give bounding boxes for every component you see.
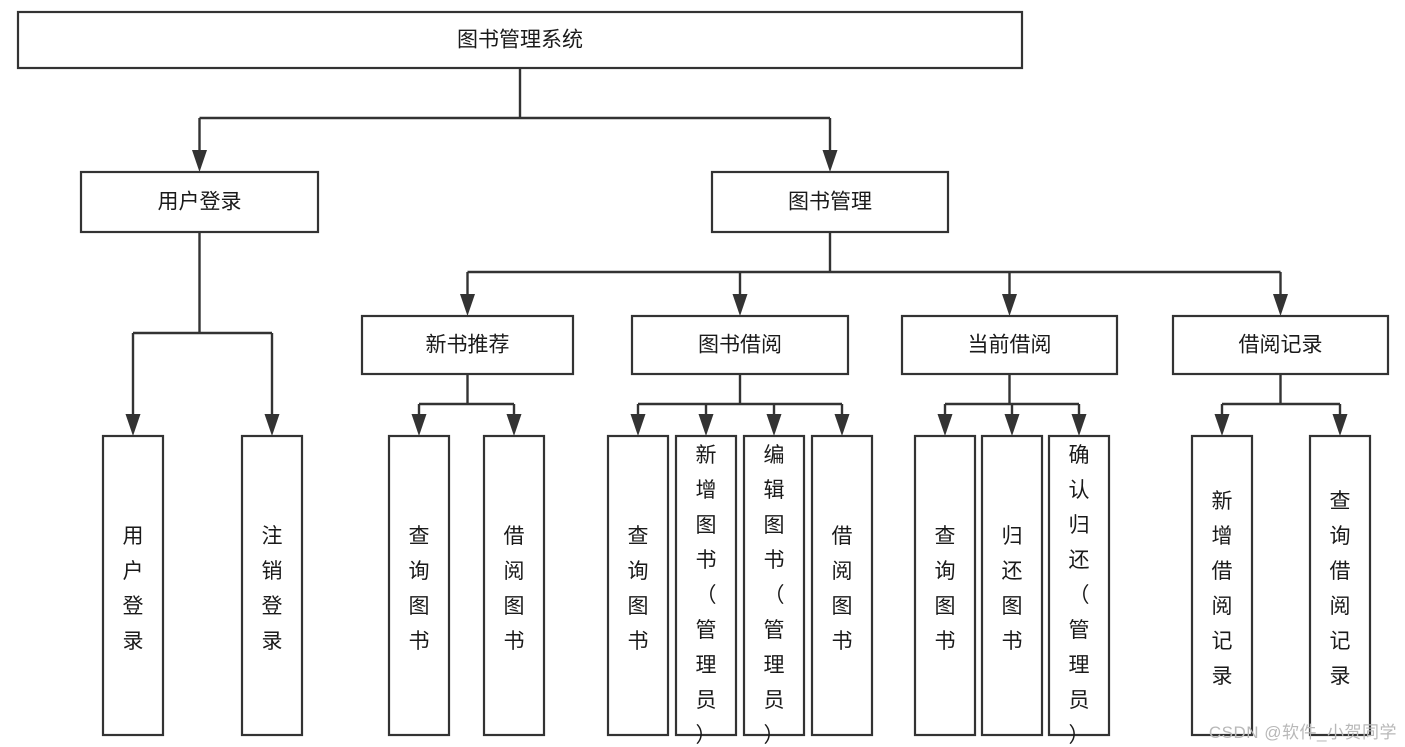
node-box[interactable]	[79, 170, 320, 234]
arrow-head-icon	[1214, 414, 1230, 436]
node-label: 注销登录	[262, 525, 283, 653]
node-leaf-borrow-book-rec[interactable]: 借阅图书	[482, 434, 546, 737]
node-label: 归还图书	[1002, 525, 1023, 653]
node-box[interactable]	[1047, 434, 1111, 737]
node-box[interactable]	[1308, 434, 1372, 737]
connector-group-user-login-to-leaves	[125, 232, 280, 436]
node-book-borrow[interactable]: 图书借阅	[630, 314, 850, 376]
node-label: 当前借阅	[968, 334, 1052, 357]
node-leaf-confirm-return[interactable]: 确认归还（管理员）	[1047, 434, 1111, 747]
node-leaf-logout[interactable]: 注销登录	[240, 434, 304, 737]
node-box[interactable]	[482, 434, 546, 737]
node-book-manage[interactable]: 图书管理	[710, 170, 950, 234]
node-label: 图书借阅	[698, 334, 782, 357]
arrow-head-icon	[192, 150, 207, 172]
node-box[interactable]	[101, 434, 165, 737]
node-leaf-query-record[interactable]: 查询借阅记录	[1308, 434, 1372, 737]
node-leaf-return-book[interactable]: 归还图书	[980, 434, 1044, 737]
node-label: 用户登录	[158, 191, 242, 214]
node-user-login[interactable]: 用户登录	[79, 170, 320, 234]
arrow-head-icon	[1002, 294, 1017, 316]
arrow-head-icon	[937, 414, 953, 436]
arrow-head-icon	[822, 150, 838, 172]
node-box[interactable]	[674, 434, 738, 737]
node-label: 查询图书	[935, 525, 956, 653]
connector-group-borrow-record-to-leaves	[1214, 374, 1348, 436]
arrow-head-icon	[1332, 414, 1348, 436]
node-label: 图书管理系统	[457, 29, 583, 52]
arrow-head-icon	[460, 294, 475, 316]
arrow-head-icon	[834, 414, 850, 436]
connector-group-new-book-rec-to-leaves	[411, 374, 522, 436]
node-box[interactable]	[16, 10, 1024, 70]
node-label: 新书推荐	[426, 334, 510, 357]
node-leaf-user-login[interactable]: 用户登录	[101, 434, 165, 737]
node-label: 查询借阅记录	[1330, 490, 1351, 688]
node-label: 新增借阅记录	[1212, 490, 1233, 688]
node-box[interactable]	[742, 434, 806, 737]
node-root[interactable]: 图书管理系统	[16, 10, 1024, 70]
arrow-head-icon	[264, 414, 280, 436]
node-box[interactable]	[240, 434, 304, 737]
arrow-head-icon	[1273, 294, 1288, 316]
node-new-book-rec[interactable]: 新书推荐	[360, 314, 575, 376]
node-label: 编辑图书（管理员）	[764, 444, 785, 747]
arrow-head-icon	[506, 414, 522, 436]
connector-group-current-borrow-to-leaves	[937, 374, 1087, 436]
node-label: 查询图书	[628, 525, 649, 653]
node-box[interactable]	[900, 314, 1119, 376]
node-label: 用户登录	[123, 525, 144, 653]
arrow-head-icon	[766, 414, 782, 436]
node-leaf-add-book[interactable]: 新增图书（管理员）	[674, 434, 738, 747]
node-box[interactable]	[913, 434, 977, 737]
node-leaf-query-book-rec[interactable]: 查询图书	[387, 434, 451, 737]
connector-layer	[125, 68, 1348, 436]
node-leaf-borrow-book[interactable]: 借阅图书	[810, 434, 874, 737]
node-box[interactable]	[630, 314, 850, 376]
node-label: 查询图书	[409, 525, 430, 653]
node-leaf-query-book-cur[interactable]: 查询图书	[913, 434, 977, 737]
arrow-head-icon	[1071, 414, 1087, 436]
node-leaf-add-record[interactable]: 新增借阅记录	[1190, 434, 1254, 737]
arrow-head-icon	[1004, 414, 1020, 436]
node-leaf-query-book-borrow[interactable]: 查询图书	[606, 434, 670, 737]
arrow-head-icon	[698, 414, 714, 436]
node-box[interactable]	[980, 434, 1044, 737]
node-borrow-record[interactable]: 借阅记录	[1171, 314, 1390, 376]
node-current-borrow[interactable]: 当前借阅	[900, 314, 1119, 376]
node-box[interactable]	[1190, 434, 1254, 737]
arrow-head-icon	[630, 414, 646, 436]
arrow-head-icon	[732, 294, 748, 316]
node-label: 图书管理	[788, 191, 872, 214]
node-label: 借阅图书	[504, 525, 525, 653]
node-label: 确认归还（管理员）	[1069, 444, 1090, 747]
node-box[interactable]	[606, 434, 670, 737]
node-label: 借阅记录	[1239, 334, 1323, 357]
connector-group-root-to-level2	[192, 68, 838, 172]
node-label: 借阅图书	[832, 525, 853, 653]
connector-group-book-borrow-to-leaves	[630, 374, 850, 436]
connector-group-book-manage-to-level3	[460, 232, 1288, 316]
node-label: 新增图书（管理员）	[696, 444, 717, 747]
node-box[interactable]	[710, 170, 950, 234]
node-layer: 图书管理系统用户登录图书管理新书推荐图书借阅当前借阅借阅记录用户登录注销登录查询…	[16, 10, 1390, 747]
node-box[interactable]	[360, 314, 575, 376]
node-leaf-edit-book[interactable]: 编辑图书（管理员）	[742, 434, 806, 747]
arrow-head-icon	[125, 414, 141, 436]
node-box[interactable]	[810, 434, 874, 737]
arrow-head-icon	[411, 414, 427, 436]
node-box[interactable]	[387, 434, 451, 737]
node-box[interactable]	[1171, 314, 1390, 376]
